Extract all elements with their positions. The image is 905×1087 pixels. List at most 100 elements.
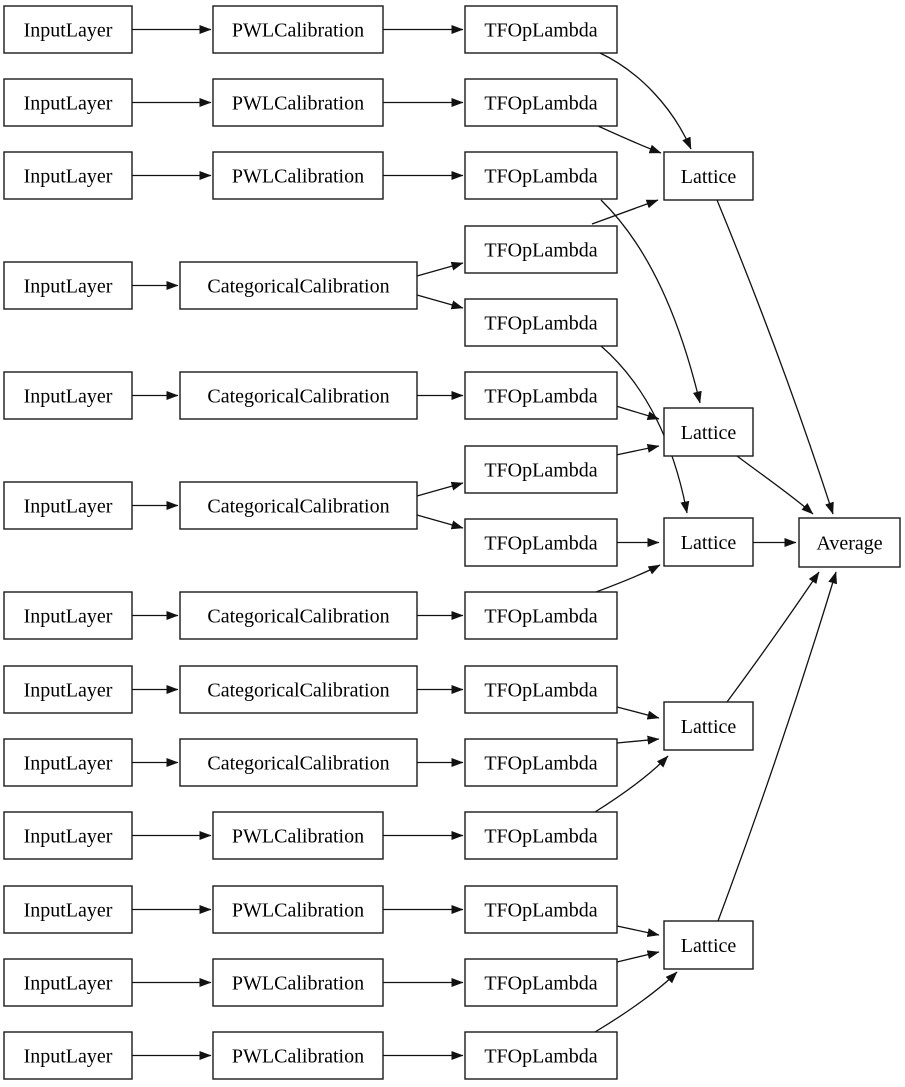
node-box-lattice-5 xyxy=(663,920,754,970)
node-categoricalcalibration-2: CategoricalCalibration xyxy=(179,371,418,420)
node-tfoplambda-5: TFOpLambda xyxy=(464,298,618,347)
node-box-categoricalcalibration-3 xyxy=(179,481,418,530)
node-tfoplambda-14: TFOpLambda xyxy=(464,958,618,1007)
edge-tfoplambda-9-to-lattice-3 xyxy=(595,564,661,593)
node-box-tfoplambda-8 xyxy=(464,518,618,567)
node-box-inputlayer-10 xyxy=(3,811,133,860)
node-tfoplambda-11: TFOpLambda xyxy=(464,738,618,787)
node-tfoplambda-1: TFOpLambda xyxy=(464,5,618,54)
node-inputlayer-9: InputLayer xyxy=(3,738,133,787)
node-label-inputlayer-2: InputLayer xyxy=(24,93,113,115)
node-pwlcalibration-2: PWLCalibration xyxy=(212,78,384,127)
node-label-average: Average xyxy=(816,533,882,555)
edge-tfoplambda-15-to-lattice-5 xyxy=(594,971,678,1033)
node-box-average xyxy=(798,517,901,568)
node-label-inputlayer-10: InputLayer xyxy=(24,826,113,848)
node-label-inputlayer-7: InputLayer xyxy=(24,606,113,628)
edge-tfoplambda-7-to-lattice-2 xyxy=(615,443,660,456)
node-box-inputlayer-11 xyxy=(3,885,133,934)
node-label-inputlayer-3: InputLayer xyxy=(24,166,113,188)
node-box-pwlcalibration-7 xyxy=(212,1031,384,1080)
node-box-tfoplambda-9 xyxy=(464,591,618,640)
node-pwlcalibration-7: PWLCalibration xyxy=(212,1031,384,1080)
node-pwlcalibration-6: PWLCalibration xyxy=(212,958,384,1007)
node-box-pwlcalibration-5 xyxy=(212,885,384,934)
node-label-pwlcalibration-3: PWLCalibration xyxy=(232,166,364,188)
node-label-categoricalcalibration-1: CategoricalCalibration xyxy=(207,276,389,298)
node-layer: InputLayerInputLayerInputLayerInputLayer… xyxy=(3,5,901,1080)
edge-tfoplambda-2-to-lattice-1 xyxy=(597,125,662,154)
node-label-pwlcalibration-2: PWLCalibration xyxy=(232,93,364,115)
edge-tfoplambda-10-to-lattice-4 xyxy=(616,706,660,720)
node-label-lattice-5: Lattice xyxy=(681,935,737,957)
node-label-categoricalcalibration-2: CategoricalCalibration xyxy=(207,386,389,408)
node-inputlayer-3: InputLayer xyxy=(3,151,133,200)
node-box-categoricalcalibration-5 xyxy=(179,665,418,714)
node-label-lattice-4: Lattice xyxy=(681,716,737,738)
node-tfoplambda-13: TFOpLambda xyxy=(464,885,618,934)
node-box-tfoplambda-4 xyxy=(464,225,618,274)
node-inputlayer-8: InputLayer xyxy=(3,665,133,714)
node-box-categoricalcalibration-4 xyxy=(179,591,418,640)
node-label-tfoplambda-4: TFOpLambda xyxy=(484,240,597,262)
edge-tfoplambda-14-to-lattice-5 xyxy=(616,950,660,963)
node-label-inputlayer-4: InputLayer xyxy=(24,276,113,298)
edge-lattice-4-to-average xyxy=(726,571,820,703)
node-box-tfoplambda-5 xyxy=(464,298,618,347)
node-average: Average xyxy=(798,517,901,568)
node-box-tfoplambda-14 xyxy=(464,958,618,1007)
edge-layer xyxy=(132,25,837,1060)
node-box-pwlcalibration-3 xyxy=(212,151,384,200)
node-pwlcalibration-1: PWLCalibration xyxy=(212,5,384,54)
node-label-tfoplambda-6: TFOpLambda xyxy=(484,386,597,408)
node-label-tfoplambda-2: TFOpLambda xyxy=(484,93,597,115)
node-box-categoricalcalibration-1 xyxy=(179,261,418,310)
node-tfoplambda-8: TFOpLambda xyxy=(464,518,618,567)
node-tfoplambda-4: TFOpLambda xyxy=(464,225,618,274)
node-lattice-5: Lattice xyxy=(663,920,754,970)
edge-lattice-5-to-average xyxy=(717,571,837,922)
node-label-lattice-2: Lattice xyxy=(681,422,737,444)
node-tfoplambda-15: TFOpLambda xyxy=(464,1031,618,1080)
node-categoricalcalibration-3: CategoricalCalibration xyxy=(179,481,418,530)
node-inputlayer-12: InputLayer xyxy=(3,958,133,1007)
node-label-inputlayer-9: InputLayer xyxy=(24,753,113,775)
node-label-pwlcalibration-1: PWLCalibration xyxy=(232,20,364,42)
node-box-lattice-3 xyxy=(663,517,754,567)
edge-categoricalcalibration-3-to-tfoplambda-8 xyxy=(416,514,464,530)
edge-lattice-2-to-average xyxy=(736,455,814,515)
node-label-inputlayer-11: InputLayer xyxy=(24,900,113,922)
node-lattice-2: Lattice xyxy=(663,407,754,457)
edge-tfoplambda-1-to-lattice-1 xyxy=(599,52,692,150)
node-box-pwlcalibration-1 xyxy=(212,5,384,54)
node-label-tfoplambda-9: TFOpLambda xyxy=(484,606,597,628)
node-label-tfoplambda-10: TFOpLambda xyxy=(484,680,597,702)
node-categoricalcalibration-6: CategoricalCalibration xyxy=(179,738,418,787)
node-box-pwlcalibration-4 xyxy=(212,811,384,860)
node-box-lattice-2 xyxy=(663,407,754,457)
node-box-tfoplambda-11 xyxy=(464,738,618,787)
edge-tfoplambda-6-to-lattice-2 xyxy=(615,405,660,420)
edge-categoricalcalibration-1-to-tfoplambda-5 xyxy=(416,294,464,310)
node-box-inputlayer-3 xyxy=(3,151,133,200)
node-pwlcalibration-3: PWLCalibration xyxy=(212,151,384,200)
node-label-lattice-1: Lattice xyxy=(681,166,737,188)
node-box-tfoplambda-2 xyxy=(464,78,618,127)
node-inputlayer-10: InputLayer xyxy=(3,811,133,860)
node-label-pwlcalibration-6: PWLCalibration xyxy=(232,973,364,995)
node-label-tfoplambda-8: TFOpLambda xyxy=(484,533,597,555)
node-label-categoricalcalibration-5: CategoricalCalibration xyxy=(207,680,389,702)
node-label-categoricalcalibration-4: CategoricalCalibration xyxy=(207,606,389,628)
node-label-tfoplambda-13: TFOpLambda xyxy=(484,900,597,922)
node-label-inputlayer-5: InputLayer xyxy=(24,386,113,408)
node-box-inputlayer-1 xyxy=(3,5,133,54)
node-tfoplambda-7: TFOpLambda xyxy=(464,445,618,494)
node-inputlayer-11: InputLayer xyxy=(3,885,133,934)
node-box-tfoplambda-1 xyxy=(464,5,618,54)
edge-tfoplambda-12-to-lattice-4 xyxy=(594,755,669,813)
edge-tfoplambda-13-to-lattice-5 xyxy=(616,925,660,937)
node-box-categoricalcalibration-2 xyxy=(179,371,418,420)
node-label-tfoplambda-1: TFOpLambda xyxy=(484,20,597,42)
node-inputlayer-5: InputLayer xyxy=(3,371,133,420)
node-pwlcalibration-5: PWLCalibration xyxy=(212,885,384,934)
